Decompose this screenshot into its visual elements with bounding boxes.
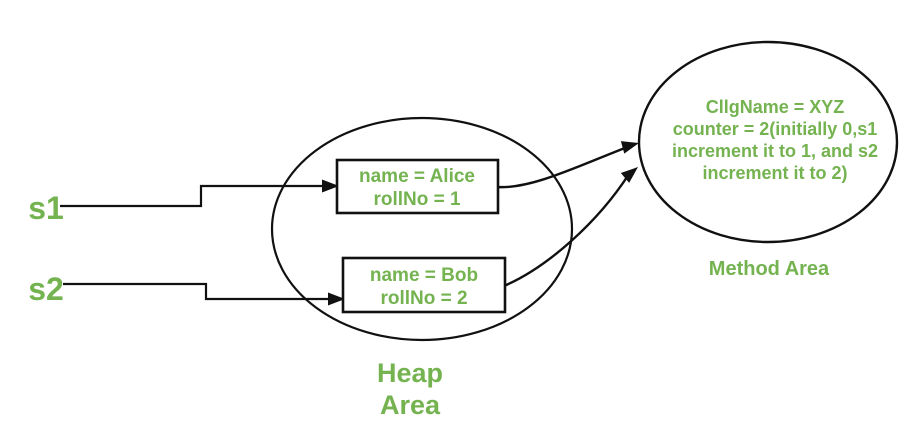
bob-to-method-curve <box>503 173 631 288</box>
alice-rollno-field: rollNo = 1 <box>373 189 461 210</box>
bob-name-field: name = Bob <box>370 265 478 286</box>
s2-pointer-line <box>63 282 337 301</box>
bob-curve-arrowhead <box>620 167 638 183</box>
alice-to-method-curve <box>497 144 631 189</box>
method-area-text-line2: counter = 2(initially 0,s1 <box>673 119 878 139</box>
method-area-text-line3: increment it to 1, and s2 <box>672 141 878 161</box>
heap-area-ellipse <box>270 116 574 342</box>
method-area-ellipse <box>637 40 899 244</box>
alice-name-field: name = Alice <box>359 166 475 187</box>
method-area-text-line4: increment it to 2) <box>702 163 847 183</box>
s1-arrowhead <box>322 179 339 193</box>
heap-area-caption-line1: Heap <box>377 358 443 388</box>
method-area-caption: Method Area <box>709 258 830 280</box>
bob-object-box <box>341 256 507 314</box>
s2-label: s2 <box>28 271 64 307</box>
method-area-text-line1: CllgName = XYZ <box>706 97 845 117</box>
heap-area-caption-line2: Area <box>380 390 441 420</box>
s2-arrowhead <box>328 292 345 306</box>
alice-curve-arrowhead <box>620 141 639 154</box>
bob-rollno-field: rollNo = 2 <box>380 288 467 309</box>
s1-pointer-line <box>60 184 331 208</box>
s1-label: s1 <box>28 190 64 226</box>
alice-object-box <box>335 158 500 215</box>
